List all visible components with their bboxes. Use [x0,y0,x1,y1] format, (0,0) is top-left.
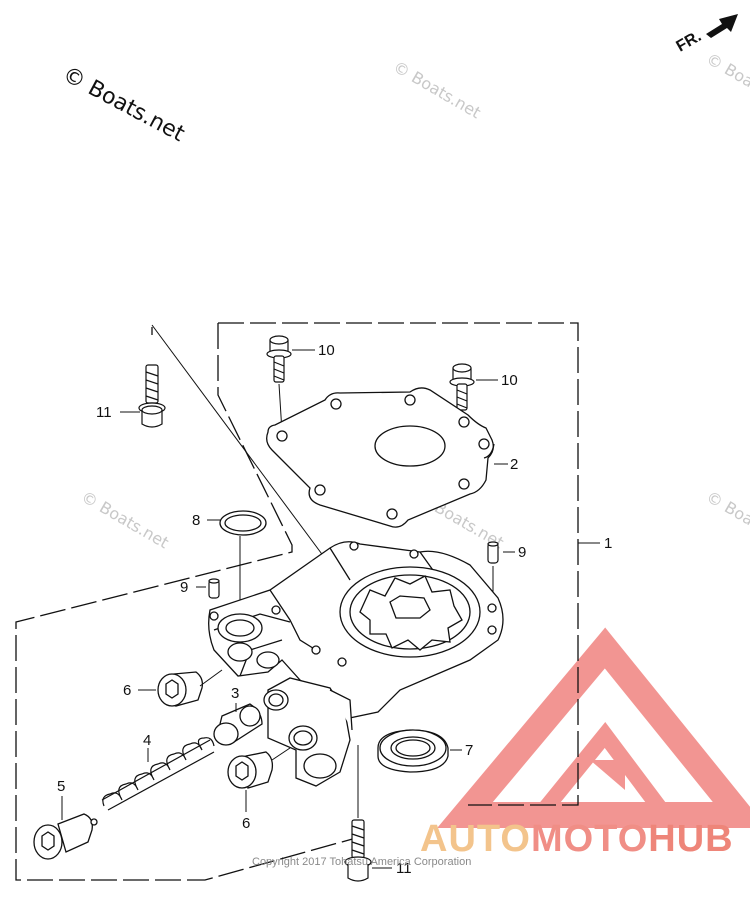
callout-labels: 1 2 3 4 5 6 6 7 8 9 9 10 10 11 11 [57,342,612,877]
leader-line [151,324,331,566]
leader-line [271,747,291,761]
callout-8: 8 [192,512,200,529]
faint-watermark: © Boats.net [703,487,750,552]
copyright-notice: Copyright 2017 Tohatsu America Corporati… [252,856,472,868]
callout-6-lower: 6 [242,815,250,832]
bolt-part-11-upper [138,364,166,428]
pump-housing-part-1 [208,541,504,721]
automotohub-logo-icon [437,627,750,828]
callout-4: 4 [143,732,151,749]
arrow-icon [706,14,738,38]
faint-watermark: © Boats.net [703,49,750,114]
dowel-pin-part-9-left [208,578,220,599]
direction-label: FR. [674,28,705,56]
callout-10-left: 10 [318,342,335,359]
callout-1: 1 [604,535,612,552]
callout-2: 2 [510,456,518,473]
brand-part-auto: AUTO [420,818,531,860]
brand-part-hub: HUB [648,818,734,860]
callout-5: 5 [57,778,65,795]
faint-watermark: © Boats.net [78,487,172,552]
leader-line [199,669,223,687]
oil-seal-part-7 [377,729,449,773]
brand-part-moto: MOTO [530,818,649,860]
plug-part-5 [33,813,98,860]
callout-7: 7 [465,742,473,759]
bolt-part-10-right [449,363,475,411]
automotohub-brand-text: AUTOMOTOHUB [420,818,734,861]
spring-part-4 [101,737,215,811]
o-ring-part-8 [219,510,267,536]
callout-9-right: 9 [518,544,526,561]
callout-3: 3 [231,685,239,702]
callout-11-lower: 11 [396,860,412,877]
assembly-outline [15,322,579,881]
callout-6-upper: 6 [123,682,131,699]
callout-9-left: 9 [180,579,188,596]
faint-watermark: © Boats.net [390,57,484,122]
bolt-part-11-lower [344,819,372,882]
sleeve-part-3 [213,703,263,746]
dowel-pin-part-9-right [487,541,499,564]
front-direction-arrow: FR. [674,14,738,56]
plug-part-6-upper [157,671,204,707]
callout-10-right: 10 [501,372,518,389]
plug-part-6-lower [227,751,274,789]
cover-plate-part-2 [266,387,495,528]
relief-valve-body [263,677,353,787]
callout-11-upper: 11 [96,404,112,421]
bolt-part-10-left [266,335,292,383]
